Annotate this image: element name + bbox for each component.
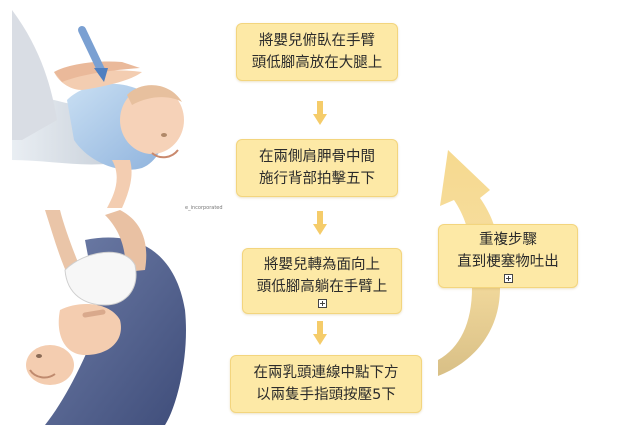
image-caption: e_incorporated [185,205,223,211]
repeat-line2: 直到梗塞物吐出 [457,254,559,270]
step-4-line2: 以兩隻手指頭按壓5下 [256,387,396,403]
back-blow-illustration [12,10,184,208]
step-1-box: 將嬰兒俯臥在手臂 頭低腳高放在大腿上 [236,23,398,81]
step-2-line1: 在兩側肩胛骨中間 [259,149,375,165]
step-2-box: 在兩側肩胛骨中間 施行背部拍擊五下 [236,139,398,197]
down-arrow-1 [313,101,327,125]
step-2-line2: 施行背部拍擊五下 [259,171,375,187]
chest-thrust-illustration [26,210,186,425]
step-1-line2: 頭低腳高放在大腿上 [251,55,383,71]
step-3-line1: 將嬰兒轉為面向上 [264,257,380,273]
expand-icon[interactable] [317,299,327,308]
step-1-line1: 將嬰兒俯臥在手臂 [259,33,375,49]
step-3-box: 將嬰兒轉為面向上 頭低腳高躺在手臂上 [242,248,402,314]
step-4-box: 在兩乳頭連線中點下方 以兩隻手指頭按壓5下 [230,355,422,413]
expand-icon[interactable] [503,274,513,283]
down-arrow-2 [313,211,327,235]
loop-back-arrow [438,150,500,376]
step-4-line1: 在兩乳頭連線中點下方 [253,365,399,381]
step-3-line2: 頭低腳高躺在手臂上 [256,279,388,295]
repeat-line1: 重複步驟 [479,232,537,248]
down-arrow-3 [313,321,327,345]
repeat-box: 重複步驟 直到梗塞物吐出 [438,224,578,288]
